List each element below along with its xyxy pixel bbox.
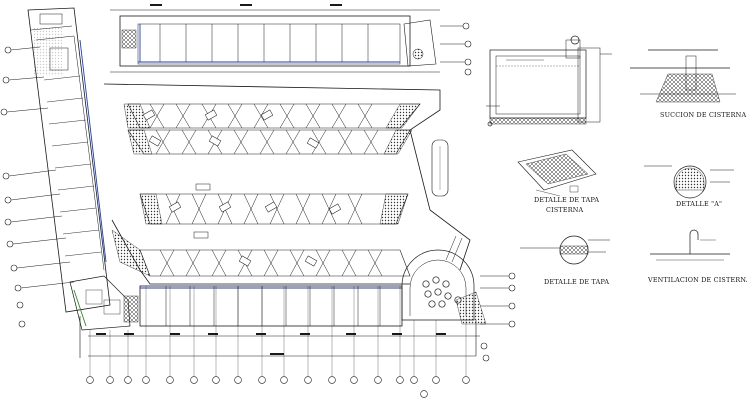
median-island [431, 139, 449, 197]
parking-row-middle [127, 129, 413, 155]
parking-row-upper [123, 103, 421, 129]
parking-row-bottom [111, 229, 411, 277]
cistern-section-detail [486, 35, 612, 127]
suction-detail [630, 49, 736, 103]
left-building-block [27, 7, 111, 313]
label-tapa-detail: DETALLE DE TAPA [544, 278, 610, 286]
bottom-left-corner-module [69, 275, 139, 331]
bottom-building-block [79, 285, 480, 358]
rotunda-structure [401, 235, 487, 325]
ventilation-detail [650, 229, 730, 261]
right-axis-markers [480, 272, 516, 362]
label-detail-a: DETALLE "A" [676, 200, 723, 208]
label-ventilation: VENTILACION DE CISTERNA [648, 276, 747, 284]
bottom-grid-axis-markers [86, 286, 470, 398]
car-symbols [142, 109, 342, 267]
parking-lot-outline [103, 83, 471, 285]
top-right-axis-markers [440, 22, 472, 76]
tapa-cisterna-detail [517, 149, 597, 197]
left-grid-axis-markers [0, 46, 75, 328]
dimension-ticks [96, 4, 446, 355]
label-tapa-cisterna-line1: DETALLE DE TAPA [534, 196, 600, 204]
parking-row-lower [139, 193, 409, 225]
top-building-block [110, 9, 440, 73]
tapa-detail-circle [520, 235, 610, 265]
detail-a-circle [644, 165, 734, 199]
label-tapa-cisterna-line2: CISTERNA [546, 206, 584, 214]
label-suction-cistern: SUCCION DE CISTERNA [660, 111, 747, 119]
